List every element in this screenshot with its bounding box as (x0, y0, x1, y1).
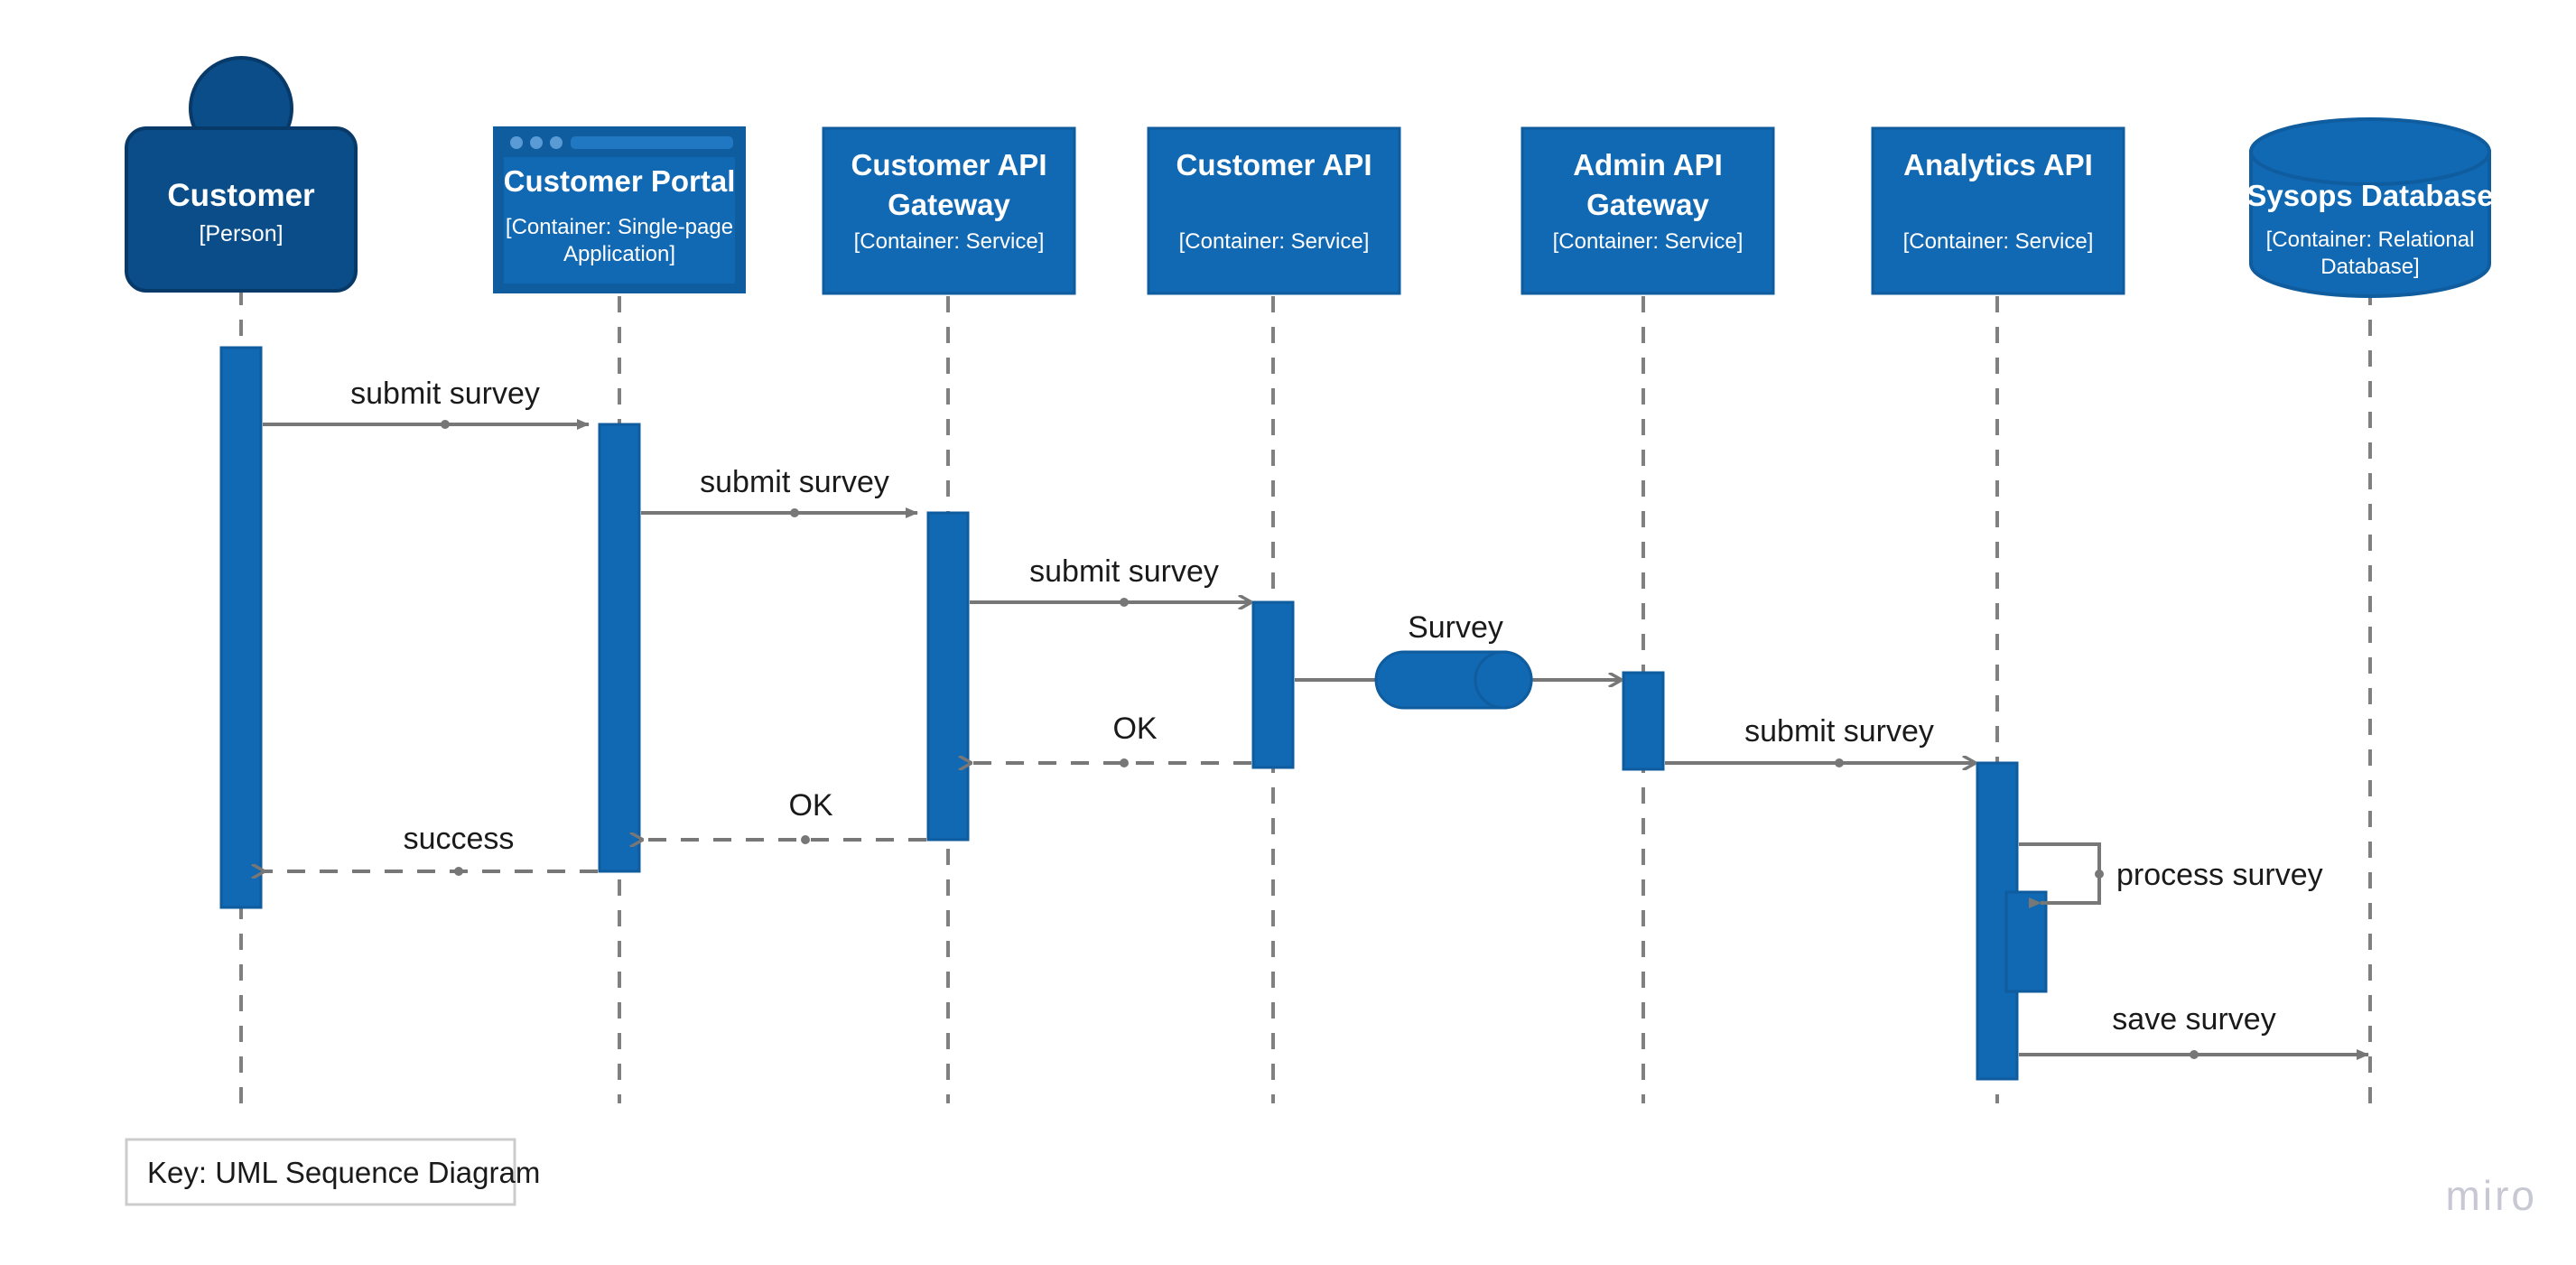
container-box (822, 126, 1076, 295)
message-midpoint-dot (790, 508, 799, 517)
miro-watermark: miro (2446, 1172, 2537, 1219)
message-process-survey-self-call[interactable]: process survey (2019, 842, 2323, 908)
message-midpoint-dot (1120, 598, 1129, 607)
message-survey-api-to-admin-gateway[interactable]: Survey (1295, 610, 1622, 710)
participant-customer-portal-subtitle-line2: Application] (563, 242, 675, 266)
activation-customer-portal (598, 423, 641, 873)
message-label: process survey (2116, 858, 2323, 892)
participant-customer-api-subtitle: [Container: Service] (1179, 229, 1370, 254)
participant-customer-api-gateway-subtitle: [Container: Service] (854, 229, 1045, 254)
message-label: submit survey (700, 465, 889, 499)
container-box (1147, 126, 1401, 295)
message-label: OK (788, 788, 832, 823)
activation-customer-api-gateway (926, 511, 970, 842)
participant-analytics-api-title: Analytics API (1903, 148, 2093, 181)
browser-chrome-icon (510, 136, 733, 149)
message-midpoint-dot (1835, 758, 1844, 767)
participant-admin-api-gateway-subtitle: [Container: Service] (1553, 229, 1744, 254)
message-save-survey-analytics-to-database[interactable]: save survey (2019, 1002, 2369, 1060)
message-ok-api-to-gateway[interactable]: OK (972, 712, 1251, 767)
message-success-portal-to-customer[interactable]: success (265, 822, 598, 876)
message-submit-survey-gateway-to-api[interactable]: submit survey (970, 554, 1251, 607)
activation-bars (219, 346, 2048, 1081)
participant-customer-portal[interactable]: Customer Portal [Container: Single-page … (493, 126, 746, 293)
browser-window-content (504, 157, 735, 284)
message-midpoint-dot (454, 867, 463, 876)
message-midpoint-dot (2190, 1050, 2199, 1059)
lifelines (239, 289, 2372, 1103)
message-label: save survey (2112, 1002, 2275, 1037)
message-midpoint-dot (801, 835, 810, 844)
message-label: Survey (1408, 610, 1503, 645)
participant-admin-api-gateway-title-line2: Gateway (1586, 188, 1709, 221)
cylinder-body (2249, 150, 2491, 298)
participant-customer-api-title: Customer API (1176, 148, 1372, 181)
container-box (1871, 126, 2125, 295)
data-cylinder-cap (1474, 650, 1533, 710)
message-submit-survey-admin-gateway-to-analytics[interactable]: submit survey (1665, 714, 1976, 767)
participant-sysops-database[interactable]: Sysops Database [Container: Relational D… (2246, 117, 2494, 298)
message-label: submit survey (1029, 554, 1219, 589)
person-body (125, 126, 358, 293)
key-legend: Key: UML Sequence Diagram (125, 1138, 540, 1206)
message-label: submit survey (1744, 714, 1934, 749)
message-submit-survey-portal-to-gateway[interactable]: submit survey (641, 465, 918, 518)
cylinder-top (2249, 117, 2491, 186)
participant-customer-subtitle: [Person] (199, 221, 283, 246)
activation-admin-api-gateway (1622, 671, 1665, 771)
message-midpoint-dot (2095, 870, 2104, 879)
container-box (1520, 126, 1775, 295)
participant-customer-api-gateway-title-line1: Customer API (851, 148, 1047, 181)
message-label: submit survey (350, 377, 540, 411)
key-box (125, 1138, 516, 1206)
message-ok-gateway-to-portal[interactable]: OK (643, 788, 926, 844)
participant-customer-portal-subtitle-line1: [Container: Single-page (506, 215, 733, 239)
participant-sysops-database-subtitle-line2: Database] (2320, 255, 2419, 279)
participant-analytics-api-subtitle: [Container: Service] (1903, 229, 2094, 254)
participant-customer-api-gateway-title-line2: Gateway (888, 188, 1010, 221)
activation-customer-api (1251, 600, 1295, 769)
activation-customer (219, 346, 263, 909)
message-midpoint-dot (1120, 758, 1129, 767)
message-submit-survey-customer-to-portal[interactable]: submit survey (263, 377, 590, 430)
participant-sysops-database-title: Sysops Database (2246, 179, 2493, 212)
participant-analytics-api[interactable]: Analytics API [Container: Service] (1871, 126, 2125, 295)
message-label: OK (1112, 712, 1157, 746)
message-label: success (404, 822, 515, 856)
key-label-text: Key: UML Sequence Diagram (147, 1156, 540, 1189)
data-object-survey (1374, 650, 1533, 710)
participant-sysops-database-subtitle-line1: [Container: Relational (2266, 228, 2475, 252)
participant-customer-api-gateway[interactable]: Customer API Gateway [Container: Service… (822, 126, 1076, 295)
message-midpoint-dot (441, 420, 450, 429)
participant-customer-portal-title: Customer Portal (504, 164, 736, 198)
participant-customer-api[interactable]: Customer API [Container: Service] (1147, 126, 1401, 295)
participant-admin-api-gateway-title-line1: Admin API (1573, 148, 1723, 181)
activation-analytics-api-nested (2004, 890, 2048, 993)
participant-admin-api-gateway[interactable]: Admin API Gateway [Container: Service] (1520, 126, 1775, 295)
participant-customer-title: Customer (167, 178, 315, 213)
participant-customer[interactable]: Customer [Person] (125, 56, 358, 293)
